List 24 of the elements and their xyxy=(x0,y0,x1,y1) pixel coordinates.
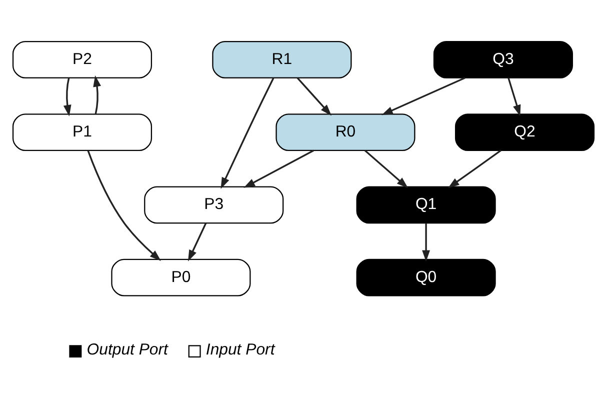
node-box: Q0 xyxy=(356,258,496,296)
node-box: P0 xyxy=(111,258,251,296)
arrow xyxy=(448,150,502,188)
arrow xyxy=(220,78,274,189)
arrow xyxy=(93,75,101,114)
node-box: P2 xyxy=(12,40,152,78)
node-box: Q1 xyxy=(356,186,496,224)
node-box: R0 xyxy=(276,114,416,152)
node-box: P3 xyxy=(144,186,284,224)
arrow xyxy=(87,150,162,262)
node-box: Q3 xyxy=(433,40,573,78)
arrow xyxy=(188,222,207,262)
arrow xyxy=(63,78,72,116)
node-box: Q2 xyxy=(454,114,595,152)
legend-label: Output Port xyxy=(86,341,168,358)
arrow xyxy=(296,77,332,116)
node-box: R1 xyxy=(212,40,352,78)
arrow xyxy=(508,78,521,116)
arrow xyxy=(422,223,430,262)
arrow xyxy=(244,150,314,188)
legend-label: Input Port xyxy=(206,341,275,358)
arrow xyxy=(364,150,408,188)
node-box: P1 xyxy=(12,114,152,152)
arrow xyxy=(382,77,466,116)
